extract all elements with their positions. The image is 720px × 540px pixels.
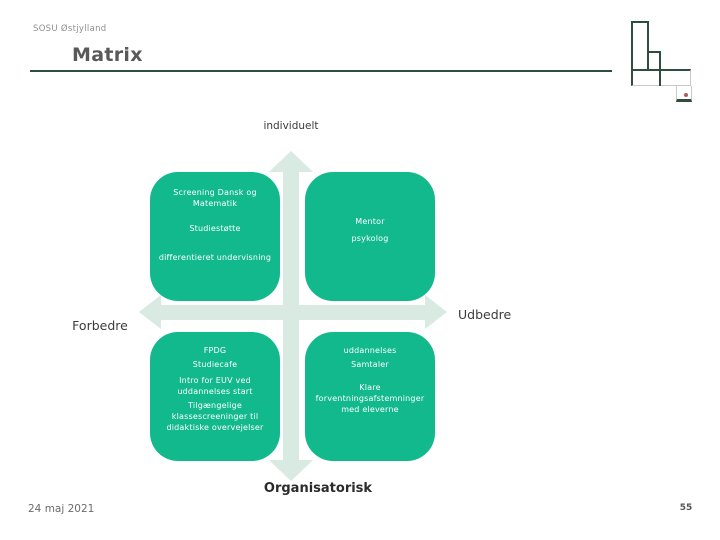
right-arrow-icon	[425, 295, 447, 329]
axis-label-udbedre: Udbedre	[458, 307, 512, 322]
quadrant-item: Mentor	[355, 217, 385, 226]
title-underline	[30, 70, 612, 72]
up-arrow-icon	[269, 151, 313, 172]
axis-label-individuelt: individuelt	[263, 120, 319, 132]
quadrant-item: psykolog	[351, 234, 389, 244]
logo-rect-small	[676, 86, 692, 102]
quadrant-item: Screening Dansk og Matematik	[173, 188, 257, 209]
quadrant-item: Tilgængelige klassescreeninger til didak…	[166, 401, 264, 433]
quadrant-bottom-left: FPDG Studiecafe Intro for EUV ved uddann…	[150, 332, 280, 461]
axis-label-organisatorisk: Organisatorisk	[263, 481, 373, 496]
left-arrow-icon	[139, 295, 161, 329]
brand-text: SOSU Østjylland	[33, 24, 107, 34]
quadrant-item: Samtaler	[351, 360, 389, 370]
quadrant-item: uddannelses	[343, 346, 397, 355]
page-number: 55	[679, 503, 693, 513]
logo-rect-mid	[647, 51, 661, 71]
quadrant-top-left: Screening Dansk og Matematik Studiestøtt…	[150, 172, 280, 301]
quadrant-item: Intro for EUV ved uddannelses start	[177, 376, 253, 397]
slide-date: 24 maj 2021	[28, 503, 95, 515]
quadrant-item: Studiecafe	[192, 360, 238, 370]
quadrant-item: FPDG	[203, 346, 227, 355]
down-arrow-icon	[269, 460, 313, 481]
page-title: Matrix	[72, 44, 143, 66]
logo-rect-wide	[631, 69, 691, 86]
quadrant-top-right: Mentor psykolog	[305, 172, 435, 301]
axis-label-forbedre: Forbedre	[72, 318, 128, 333]
horizontal-axis-shaft	[158, 305, 428, 320]
quadrant-item: differentieret undervisning	[158, 253, 272, 263]
logo-red-dot-icon	[684, 93, 688, 97]
quadrant-bottom-right: uddannelses Samtaler Klare forventningsa…	[305, 332, 435, 461]
logo-divider-line	[659, 69, 661, 86]
quadrant-item: Studiestøtte	[189, 224, 241, 234]
quadrant-item: Klare forventningsafstemninger med eleve…	[315, 383, 425, 415]
